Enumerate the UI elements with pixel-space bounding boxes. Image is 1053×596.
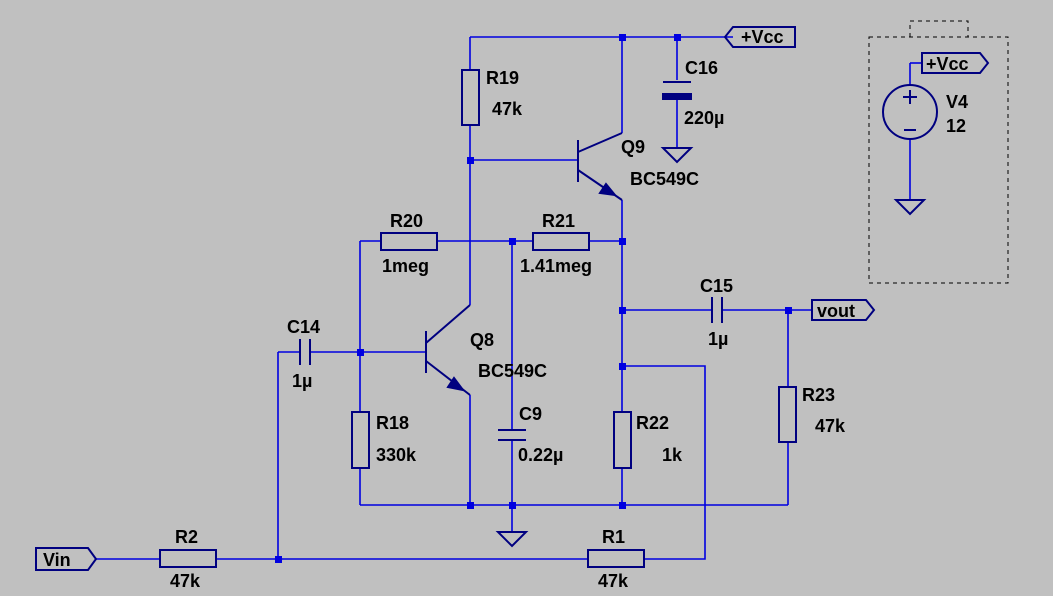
- transistor-q9-symbol[interactable]: [577, 132, 623, 201]
- junction: [357, 349, 364, 356]
- junction: [509, 238, 516, 245]
- label-v4-ref: V4: [946, 92, 968, 112]
- resistor-r21-body[interactable]: [532, 232, 590, 251]
- label-q8-value: BC549C: [478, 361, 547, 381]
- label-r2-ref: R2: [175, 527, 198, 547]
- junction: [674, 34, 681, 41]
- net-label-vout: vout: [817, 301, 855, 321]
- capacitor-c16-symbol[interactable]: [662, 81, 692, 100]
- wires: [96, 36, 922, 560]
- net-label-vcc: +Vcc: [741, 27, 784, 47]
- label-r19-ref: R19: [486, 68, 519, 88]
- junction: [619, 238, 626, 245]
- resistor-r20-body[interactable]: [380, 232, 438, 251]
- net-label-vcc-v4: +Vcc: [926, 54, 969, 74]
- junction: [619, 34, 626, 41]
- label-c9-ref: C9: [519, 404, 542, 424]
- label-c14-ref: C14: [287, 317, 320, 337]
- label-q9-value: BC549C: [630, 169, 699, 189]
- ground-icon: [893, 199, 927, 216]
- ground-icon: [495, 531, 529, 548]
- junction: [619, 363, 626, 370]
- label-q9-ref: Q9: [621, 137, 645, 157]
- label-r1-value: 47k: [598, 571, 629, 591]
- resistor-r19-body[interactable]: [461, 69, 480, 126]
- junction: [275, 556, 282, 563]
- resistor-r23-body[interactable]: [778, 386, 797, 443]
- label-r22-ref: R22: [636, 413, 669, 433]
- net-flag-vcc-v4-shape: [921, 52, 990, 74]
- label-r20-ref: R20: [390, 211, 423, 231]
- net-flag-vcc-shape: [723, 26, 796, 48]
- resistor-r22-body[interactable]: [613, 411, 632, 469]
- label-r19-value: 47k: [492, 99, 523, 119]
- resistor-r2-body[interactable]: [159, 549, 217, 568]
- plus-icon: [903, 90, 917, 104]
- junction: [467, 157, 474, 164]
- junction: [785, 307, 792, 314]
- label-r2-value: 47k: [170, 571, 201, 591]
- label-r21-value: 1.41meg: [520, 256, 592, 276]
- junction: [619, 502, 626, 509]
- label-r23-value: 47k: [815, 416, 846, 436]
- label-r22-value: 1k: [662, 445, 683, 465]
- label-v4-value: 12: [946, 116, 966, 136]
- label-c15-ref: C15: [700, 276, 733, 296]
- label-r18-ref: R18: [376, 413, 409, 433]
- junction: [509, 502, 516, 509]
- voltage-source-v4-symbol[interactable]: [882, 84, 938, 140]
- label-c14-value: 1µ: [292, 371, 312, 391]
- label-c9-value: 0.22µ: [518, 445, 563, 465]
- capacitor-c9-symbol[interactable]: [498, 429, 526, 441]
- transistor-q8-symbol[interactable]: [425, 304, 471, 396]
- label-r18-value: 330k: [376, 445, 417, 465]
- ground-icon: [660, 147, 694, 164]
- label-r1-ref: R1: [602, 527, 625, 547]
- capacitor-c15-symbol[interactable]: [711, 297, 723, 323]
- net-flag-vin-shape: [35, 547, 98, 571]
- net-flag-vout-shape: [811, 299, 876, 321]
- wire-r1-right: [622, 365, 706, 560]
- resistor-r18-body[interactable]: [351, 411, 370, 469]
- junctions: [275, 34, 792, 563]
- resistor-r1-body[interactable]: [587, 549, 645, 568]
- capacitor-c14-symbol[interactable]: [299, 339, 311, 365]
- label-c16-value: 220µ: [684, 108, 724, 128]
- label-r23-ref: R23: [802, 385, 835, 405]
- label-r20-value: 1meg: [382, 256, 429, 276]
- v4-dashed-tab: [909, 20, 969, 37]
- junction: [619, 307, 626, 314]
- label-c15-value: 1µ: [708, 329, 728, 349]
- junction: [467, 502, 474, 509]
- label-q8-ref: Q8: [470, 330, 494, 350]
- label-r21-ref: R21: [542, 211, 575, 231]
- label-c16-ref: C16: [685, 58, 718, 78]
- net-label-vin: Vin: [43, 550, 71, 570]
